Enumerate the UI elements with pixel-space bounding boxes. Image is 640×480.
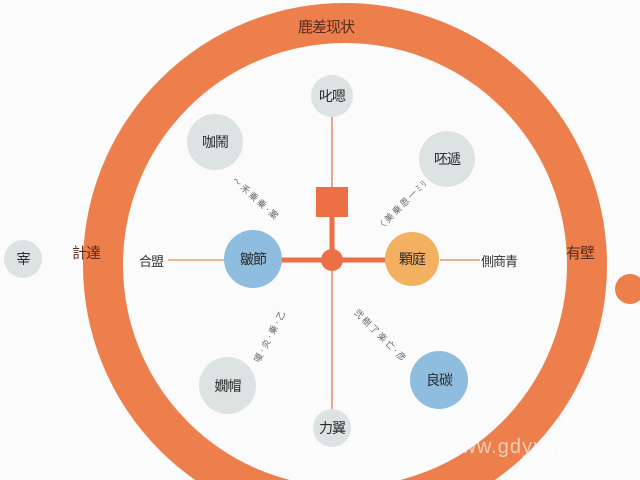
node-bottom-right[interactable]: 良碳 <box>410 351 468 409</box>
node-top[interactable]: 叱嗯 <box>311 75 353 117</box>
watermark: www.gdymlw.com <box>446 436 618 458</box>
node-bottom[interactable]: 力翼 <box>313 409 351 447</box>
node-bottom-left-label: 嫺帽 <box>214 378 242 395</box>
ring-title: 鹿差现状 <box>298 18 355 36</box>
node-bottom-label: 力翼 <box>319 421 346 437</box>
accent-dot <box>615 274 640 304</box>
ring-left-label: 計達 <box>72 244 101 262</box>
node-right-orange-label: 顆庭 <box>399 252 426 268</box>
center-square <box>316 187 348 217</box>
side-label-right: 側商青 <box>481 255 518 270</box>
node-left-blue-label: 皺節 <box>240 252 267 268</box>
node-left-blue[interactable]: 皺節 <box>224 230 282 288</box>
node-right-orange[interactable]: 顆庭 <box>385 232 439 286</box>
center-hub <box>321 249 343 271</box>
node-top-left-label: 咖鬧 <box>202 135 229 151</box>
side-label-left: 合盟 <box>139 255 164 270</box>
node-bottom-right-label: 良碳 <box>426 373 453 389</box>
outside-left-node-label: 宰 <box>16 252 31 268</box>
node-bottom-left[interactable]: 嫺帽 <box>199 357 256 414</box>
outer-ring <box>83 3 607 480</box>
node-top-right-label: 呸遞 <box>434 152 461 168</box>
ring-right-label: 有壁 <box>566 244 595 262</box>
node-top-label: 叱嗯 <box>319 89 346 105</box>
node-top-right[interactable]: 呸遞 <box>419 131 475 187</box>
outside-left-node[interactable]: 宰 <box>4 240 42 278</box>
node-top-left[interactable]: 咖鬧 <box>187 114 243 170</box>
